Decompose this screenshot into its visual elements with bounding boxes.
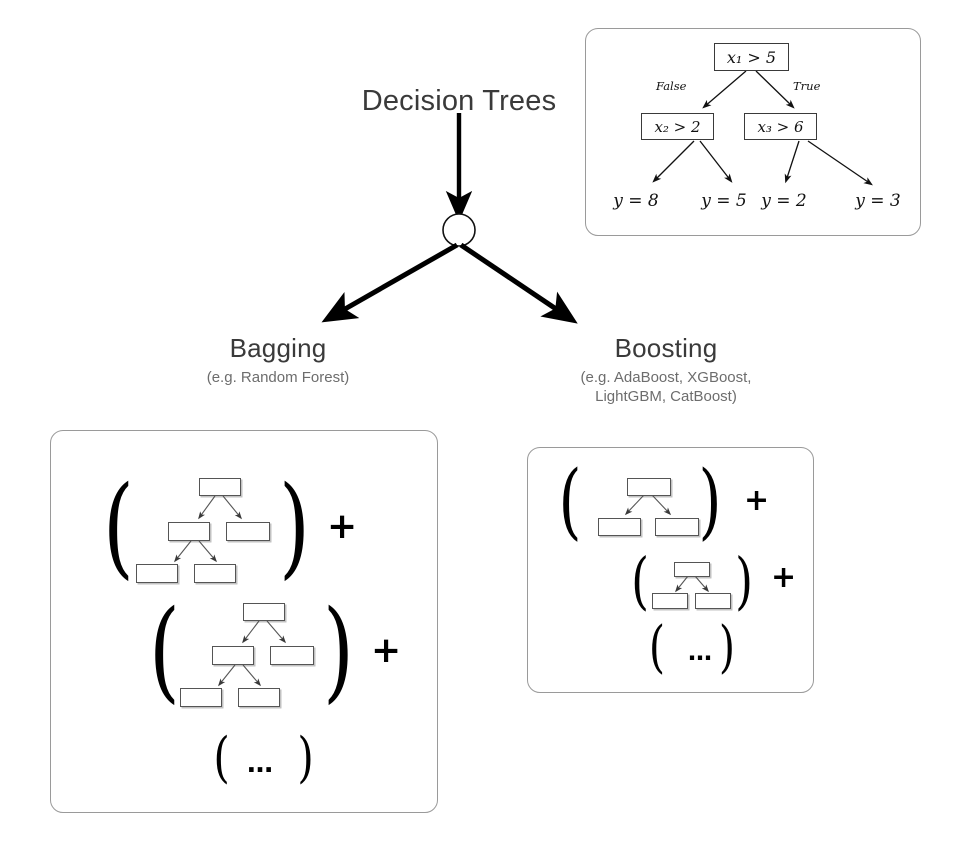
decision-tree-root-label: x₁ > 5 bbox=[726, 47, 777, 67]
decision-tree-root-node: x₁ > 5 bbox=[714, 43, 789, 71]
bagging-panel: ( ) + ( ) + ( … ) bbox=[50, 430, 438, 813]
boosting-term-1-paren-close: ) bbox=[735, 544, 754, 617]
boosting-tree-1-node-r bbox=[695, 593, 731, 609]
decision-tree-internal-left-label: x₂ > 2 bbox=[654, 117, 701, 136]
branch-label-boosting: Boosting bbox=[614, 333, 718, 363]
bagging-tree-1-node-root bbox=[243, 603, 285, 621]
boosting-tree-0-edges bbox=[624, 494, 672, 516]
boosting-term-1-operator: + bbox=[771, 560, 797, 595]
hub-circle-node bbox=[442, 213, 476, 247]
boosting-panel: ( ) + ( ) + ( … ) bbox=[527, 447, 814, 693]
branch-label-bagging: Bagging bbox=[229, 333, 327, 363]
decision-tree-leaf-1: y = 5 bbox=[701, 191, 747, 211]
arrow-node-to-bagging bbox=[321, 242, 459, 323]
boosting-term-0-paren-open: ( bbox=[558, 454, 582, 549]
bagging-tree-0-node-lr bbox=[194, 564, 236, 583]
decision-tree-edges bbox=[652, 70, 873, 186]
boosting-term-2-ellipsis: … bbox=[688, 638, 713, 666]
bagging-tree-1-edges bbox=[218, 620, 287, 687]
boosting-term-1-paren-open: ( bbox=[631, 544, 650, 617]
boosting-term-0-paren-close: ) bbox=[698, 454, 722, 549]
boosting-tree-0-node-l bbox=[598, 518, 641, 536]
bagging-term-0-operator: + bbox=[327, 506, 358, 547]
bagging-tree-0-node-ll bbox=[136, 564, 178, 583]
bagging-term-2-ellipsis: … bbox=[247, 749, 274, 779]
boosting-term-0-operator: + bbox=[744, 483, 770, 518]
boosting-tree-0-node-root bbox=[627, 478, 671, 496]
decision-tree-edge-label-true: True bbox=[793, 79, 821, 93]
bagging-tree-1-node-r bbox=[270, 646, 314, 665]
bagging-tree-1-node-l bbox=[212, 646, 254, 665]
bagging-term-0-paren-close: ) bbox=[279, 462, 310, 590]
bagging-tree-1-node-ll bbox=[180, 688, 222, 707]
bagging-tree-0-node-root bbox=[199, 478, 241, 496]
bagging-term-1-operator: + bbox=[371, 630, 402, 671]
bagging-term-1-paren-close: ) bbox=[323, 586, 354, 714]
decision-tree-internal-right-label: x₃ > 6 bbox=[757, 117, 804, 136]
decision-tree-internal-node-left: x₂ > 2 bbox=[641, 113, 714, 140]
decision-tree-leaf-3: y = 3 bbox=[855, 191, 901, 211]
bagging-tree-1-node-lr bbox=[238, 688, 280, 707]
bagging-tree-0-node-l bbox=[168, 522, 210, 541]
decision-tree-leaf-2: y = 2 bbox=[761, 191, 807, 211]
arrow-node-to-boosting bbox=[459, 242, 578, 324]
decision-tree-internal-node-right: x₃ > 6 bbox=[744, 113, 817, 140]
bagging-tree-0-node-r bbox=[226, 522, 270, 541]
page-title: Decision Trees bbox=[361, 85, 557, 117]
boosting-tree-0-node-r bbox=[655, 518, 699, 536]
bagging-term-1-paren-open: ( bbox=[149, 586, 180, 714]
boosting-term-2-paren-open: ( bbox=[648, 615, 666, 680]
bagging-term-0-paren-open: ( bbox=[103, 462, 134, 590]
boosting-term-2-paren-close: ) bbox=[718, 615, 736, 680]
boosting-tree-1-edges bbox=[675, 575, 710, 593]
decision-tree-leaf-0: y = 8 bbox=[613, 191, 659, 211]
boosting-tree-1-node-l bbox=[652, 593, 688, 609]
decision-tree-panel: x₁ > 5 False True x₂ > 2 x₃ > 6 y = 8 y … bbox=[585, 28, 921, 236]
boosting-tree-1-node-root bbox=[674, 562, 710, 577]
bagging-tree-0-edges bbox=[174, 495, 242, 563]
branch-sublabel-bagging: (e.g. Random Forest) bbox=[206, 369, 350, 386]
bagging-term-2-paren-open: ( bbox=[213, 726, 230, 789]
decision-tree-edge-label-false: False bbox=[656, 79, 687, 93]
branch-sublabel-boosting: (e.g. AdaBoost, XGBoost, LightGBM, CatBo… bbox=[580, 369, 752, 405]
bagging-term-2-paren-close: ) bbox=[297, 726, 314, 789]
